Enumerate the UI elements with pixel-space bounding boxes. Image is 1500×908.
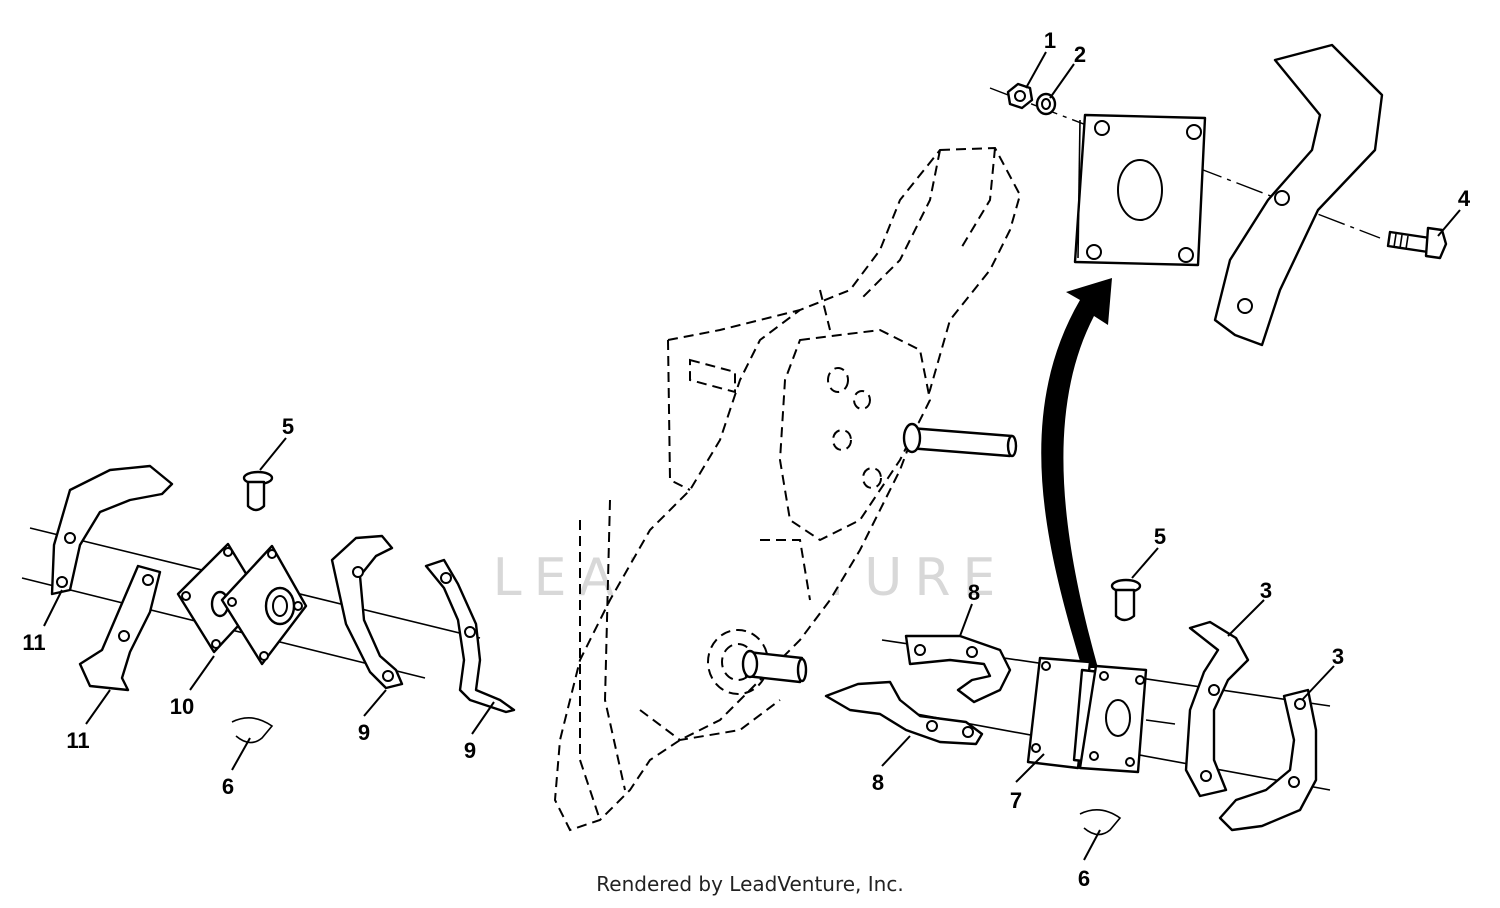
bearing-plate-part: [1073, 113, 1207, 267]
callout-4: 4: [1458, 186, 1471, 211]
lock-washer-part: [1035, 92, 1057, 116]
leader-lines: [43, 51, 1461, 861]
callout-5-left: 5: [282, 414, 294, 439]
callout-6-right: 6: [1078, 866, 1090, 891]
right-axle-shaft: [902, 422, 1018, 458]
callout-10: 10: [170, 694, 194, 719]
callout-2: 2: [1074, 42, 1086, 67]
tine-blade-right-three-b: [1218, 688, 1318, 832]
clevis-pin-right: [1110, 578, 1142, 622]
hex-bolt-part: [1386, 226, 1448, 260]
tine-blade-left-inner: [78, 564, 162, 692]
assembly-arrow: [1041, 278, 1112, 668]
tine-blade-right-eight-b: [824, 680, 984, 746]
tine-blade-left-nine-a: [330, 534, 404, 690]
render-credit: Rendered by LeadVenture, Inc.: [596, 872, 904, 896]
callout-9-first: 9: [358, 720, 370, 745]
hex-nut-part: [1006, 82, 1034, 110]
hub-plate-right: [1026, 656, 1176, 774]
tine-blade-left-outer: [50, 464, 174, 596]
callout-11-upper: 11: [22, 630, 45, 655]
left-axle-shaft: [741, 649, 808, 684]
callout-3-upper: 3: [1260, 578, 1272, 603]
hub-plate-pair: [176, 542, 308, 666]
left-tine-assembly: [21, 464, 516, 744]
callout-6-left: 6: [222, 774, 234, 799]
callout-8-upper: 8: [968, 580, 980, 605]
hairpin-clip-right: [1079, 809, 1122, 836]
right-tine-assembly: [824, 578, 1331, 836]
tiller-frame-phantom: [553, 146, 1022, 832]
tine-blade-right-eight-a: [904, 634, 1012, 704]
bearing-plate-assembly: [989, 43, 1448, 347]
tine-blade-right-three-a: [1184, 620, 1250, 798]
clevis-pin-left: [242, 470, 274, 512]
tine-blade-large-part: [1213, 43, 1384, 347]
callout-1: 1: [1044, 28, 1056, 53]
callout-8-lower: 8: [872, 770, 884, 795]
callout-7: 7: [1010, 788, 1022, 813]
callout-5-right: 5: [1154, 524, 1166, 549]
hairpin-clip-left: [231, 717, 274, 744]
callout-9-second: 9: [464, 738, 476, 763]
callout-labels: 1 2 4 3 3 5 5 6 6 7 8 8 9 9 10 11 11: [22, 28, 1471, 891]
callout-11-lower: 11: [66, 728, 89, 753]
tine-blade-left-nine-b: [424, 558, 516, 714]
callout-3-lower: 3: [1332, 644, 1344, 669]
